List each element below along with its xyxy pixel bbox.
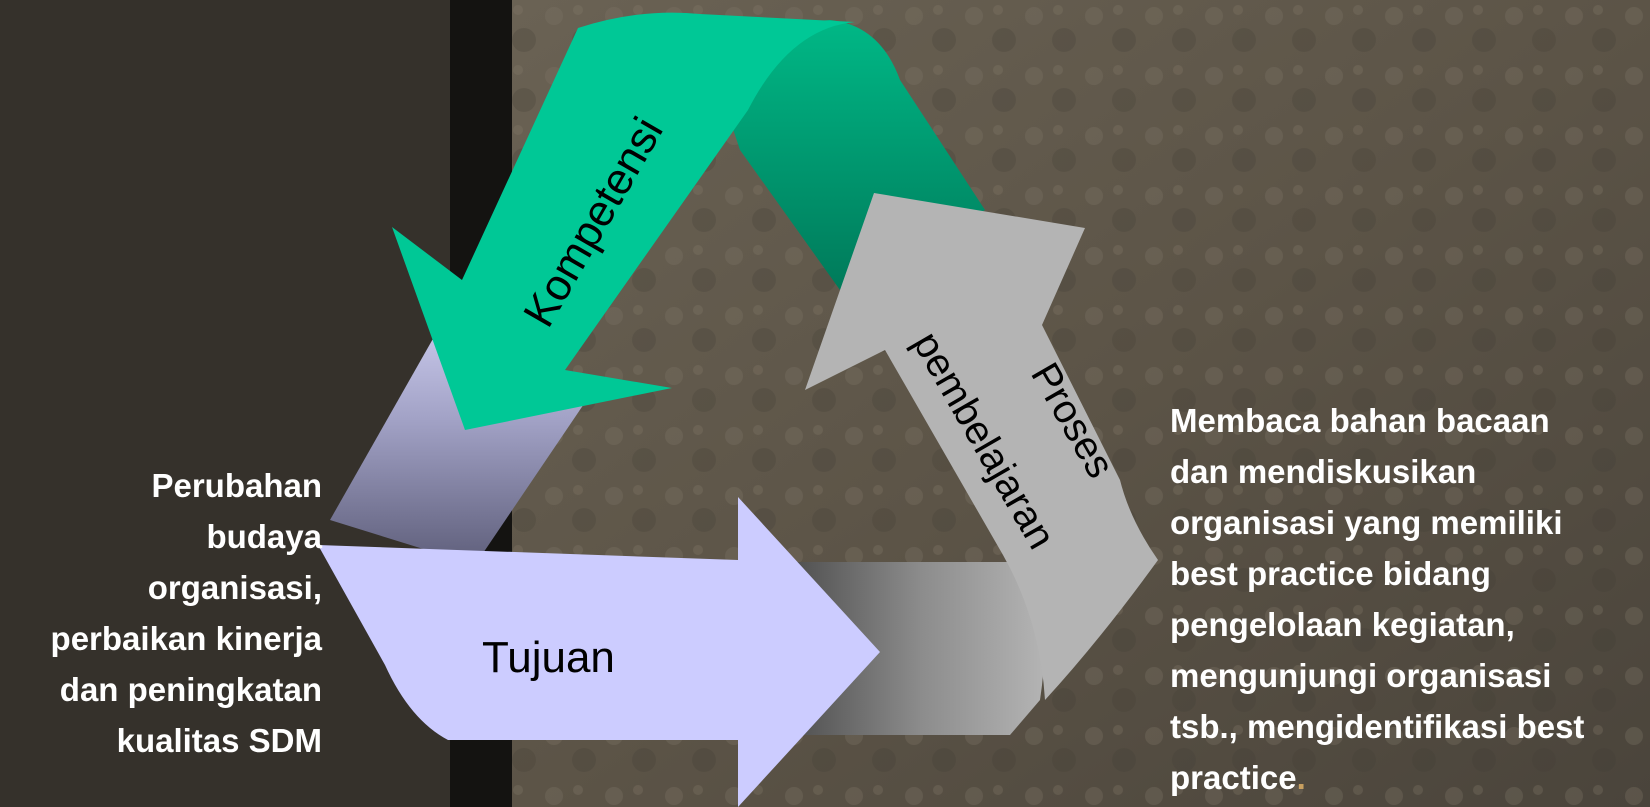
left-note-line: Perubahan <box>151 467 322 504</box>
competency-arrow <box>392 12 855 430</box>
right-note-period: . <box>1296 759 1306 796</box>
right-note-line: best practice bidang <box>1170 555 1491 592</box>
left-note-line: organisasi, <box>147 569 322 606</box>
right-note-line: organisasi yang memiliki <box>1170 504 1563 541</box>
left-note-line: kualitas SDM <box>116 722 322 759</box>
goal-label: Tujuan <box>482 633 615 682</box>
right-note-line: Membaca bahan bacaan <box>1170 402 1550 439</box>
goal-arrow <box>318 497 880 807</box>
left-note-line: perbaikan kinerja <box>50 620 322 657</box>
left-note-line: dan peningkatan <box>59 671 322 708</box>
process-arrow <box>805 193 1158 700</box>
right-note-last-line: practice. <box>1170 752 1648 803</box>
right-note-line: dan mendiskusikan <box>1170 453 1477 490</box>
left-note: Perubahan budaya organisasi, perbaikan k… <box>0 460 322 766</box>
right-note-line: tsb., mengidentifikasi best <box>1170 708 1585 745</box>
right-note-last-word: practice <box>1170 759 1297 796</box>
left-note-line: budaya <box>206 518 322 555</box>
right-note-line: mengunjungi organisasi <box>1170 657 1552 694</box>
right-note: Membaca bahan bacaan dan mendiskusikan o… <box>1170 395 1648 803</box>
right-note-line: pengelolaan kegiatan, <box>1170 606 1515 643</box>
